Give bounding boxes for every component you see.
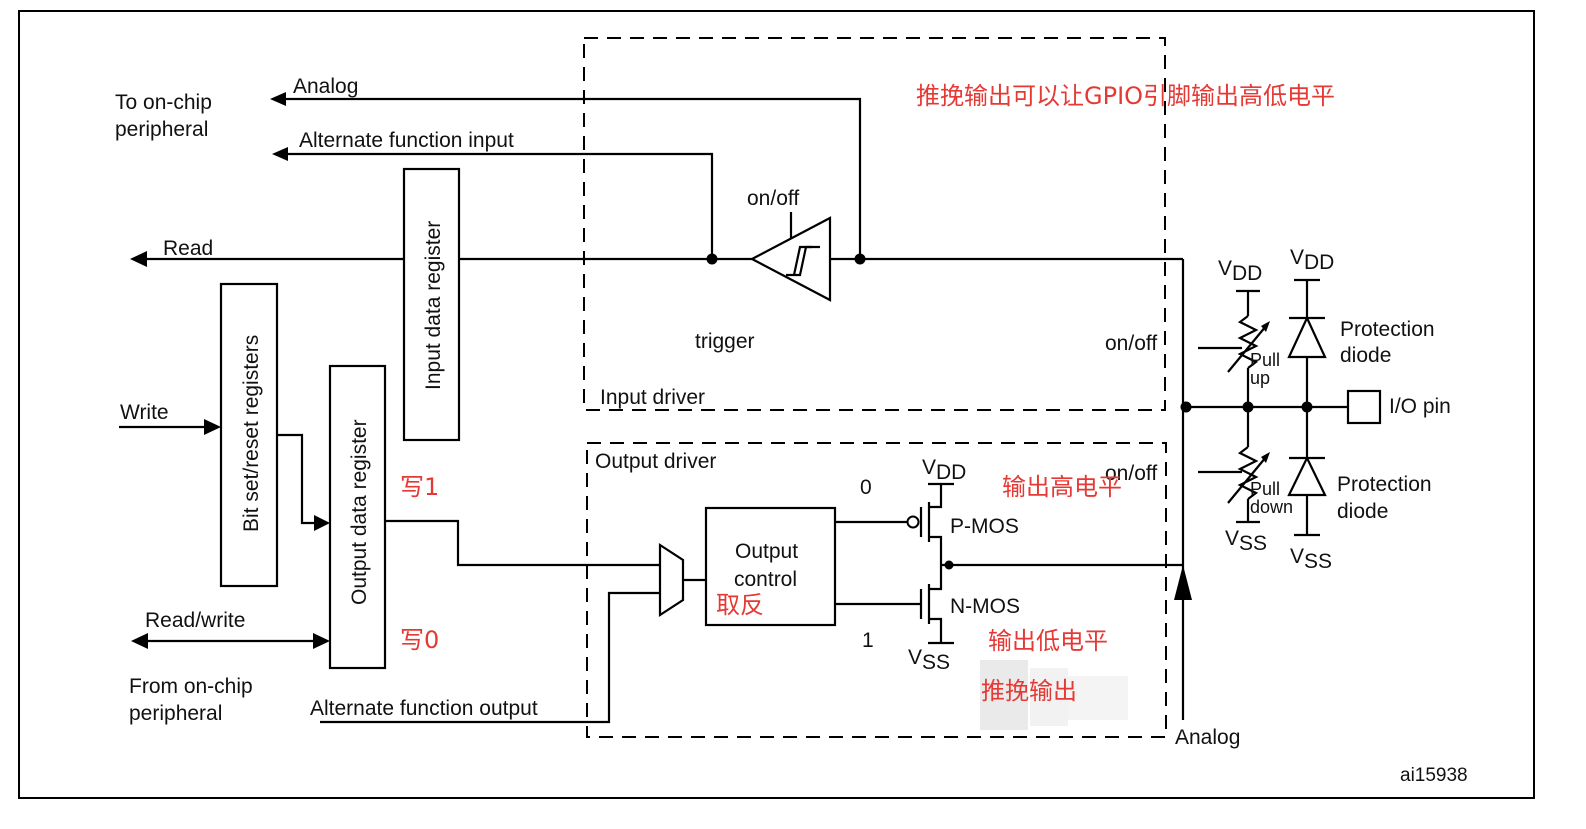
pullup-resistor [1237,315,1259,369]
bsrr-to-odr-arrow [314,515,330,531]
vss-pulldown-label: VSS [1225,527,1267,555]
alt-func-output-line [320,591,660,724]
figure-id-label: ai15938 [1400,765,1468,786]
bsrr-to-odr-line [277,433,316,525]
nmos-drain [929,565,943,591]
pulldown-label-2: down [1250,497,1293,517]
write-arrow [204,419,221,435]
output-control-block [704,506,837,627]
pulldown-variable-arrowhead [1261,452,1270,463]
alt-func-input-arrow [272,147,288,161]
vss-nmos-label: VSS [908,646,950,674]
pmos-source [929,484,943,509]
read-write-label: Read/write [145,609,245,632]
junction-alt-input [706,253,718,265]
hysteresis-icon [786,245,820,277]
annotation-output-low: 输出低电平 [988,627,1108,655]
protection-diode-bottom [1287,455,1327,497]
pulldown-label-1: Pull [1250,479,1280,499]
pullup-label-1: Pull [1250,350,1280,370]
pullup-onoff-label: on/off [1105,332,1157,355]
from-onchip-label-1: From on-chip [129,675,253,698]
schmitt-trigger-symbol [749,216,832,302]
io-pin-label: I/O pin [1389,395,1451,418]
analog-input-arrow [270,92,286,106]
input-data-register-label: Input data register [422,221,445,390]
junction-io-1 [1180,401,1192,413]
output-driver-box [586,442,1167,738]
annotation-write-1: 写1 [400,473,439,501]
output-data-register-label: Output data register [348,419,371,605]
output-mux [658,542,685,618]
output-data-register [328,364,387,670]
pulldown-variable-arrow [1227,456,1267,504]
alt-func-input-label: Alternate function input [299,129,514,152]
protection-bottom-label-1: Protection [1337,473,1432,496]
pullup-label-2: up [1250,368,1270,388]
to-onchip-label-1: To on-chip [115,91,212,114]
logic-1-label: 1 [862,629,874,652]
read-write-arrow-left [131,633,148,649]
pmos-gate-bubble [906,515,920,529]
input-data-register [402,167,461,442]
input-driver-label: Input driver [600,386,705,409]
alt-func-input-line [286,152,714,259]
alt-func-output-label: Alternate function output [310,697,538,720]
input-driver-box [583,37,1166,411]
analog-output-arrow [1174,565,1192,600]
analog-bottom-label: Analog [1175,726,1240,749]
read-write-arrow-right [313,633,330,649]
vdd-pullup-label: VDD [1218,257,1262,285]
pullup-variable-arrow [1227,325,1267,373]
annotation-write-0: 写0 [400,626,439,654]
protection-top-label-1: Protection [1340,318,1435,341]
read-arrow [130,251,147,267]
figure-frame [18,10,1535,799]
to-onchip-label-2: peripheral [115,118,208,141]
junction-analog [854,253,866,265]
output-driver-label: Output driver [595,450,716,473]
pmos-label: P-MOS [950,515,1019,538]
bit-set-reset-register [219,282,279,588]
output-control-label-2: control [734,568,797,591]
read-label: Read [163,237,213,260]
protection-bottom-label-2: diode [1337,500,1388,523]
vdd-diode-label: VDD [1290,246,1334,274]
pmos-drain [929,535,943,565]
pulldown-resistor [1237,446,1259,500]
analog-input-line [282,97,862,259]
junction-output-node [944,560,954,570]
protection-top-label-2: diode [1340,344,1391,367]
blurred-watermark [980,660,1128,730]
output-control-label-1: Output [735,540,798,563]
annotation-push-pull-high-low: 推挽输出可以让GPIO引脚输出高低电平 [916,82,1335,110]
odr-to-mux-line [385,519,660,567]
nmos-label: N-MOS [950,595,1020,618]
pulldown-onoff-label: on/off [1105,462,1157,485]
nmos-source [929,617,943,643]
pullup-variable-arrowhead [1261,321,1270,332]
logic-0-label: 0 [860,476,872,499]
vdd-pmos-label: VDD [922,456,966,484]
io-pin-pad [1346,389,1382,425]
protection-diode-top [1287,315,1327,359]
bit-set-reset-label: Bit set/reset registers [240,335,263,532]
trigger-onoff-label: on/off [747,187,799,210]
from-onchip-label-2: peripheral [129,702,222,725]
annotation-invert: 取反 [716,591,764,619]
annotation-push-pull-output: 推挽输出 [981,677,1077,705]
annotation-output-high: 输出高电平 [1002,473,1122,501]
write-label: Write [120,401,169,424]
analog-top-label: Analog [293,75,358,98]
vss-diode-label: VSS [1290,545,1332,573]
trigger-label: trigger [695,330,755,353]
